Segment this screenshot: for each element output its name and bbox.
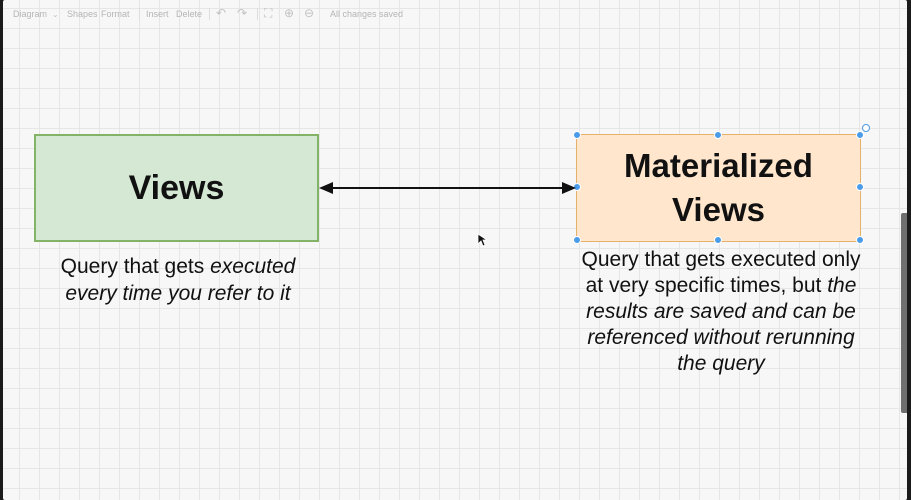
undo-icon[interactable]: ↶ [216, 6, 227, 20]
menu-shapes[interactable]: Shapes [67, 9, 98, 19]
toolbar: Diagram ⌄ Shapes Format Insert Delete ↶ … [3, 0, 907, 28]
insert-button[interactable]: Insert [146, 9, 169, 19]
diagram-editor-window: Diagram ⌄ Shapes Format Insert Delete ↶ … [3, 0, 907, 500]
mouse-cursor-icon [477, 233, 487, 247]
menu-format[interactable]: Format [101, 9, 130, 19]
resize-handle-n[interactable] [714, 131, 722, 139]
toolbar-divider [139, 8, 140, 20]
toolbar-divider [257, 8, 258, 20]
resize-handle-se[interactable] [856, 236, 864, 244]
views-box[interactable]: Views [34, 134, 319, 242]
connector-layer [319, 182, 576, 194]
zoom-in-icon[interactable]: ⊕ [284, 6, 295, 20]
views-caption: Query that gets executed every time you … [60, 255, 296, 305]
redo-icon[interactable]: ↷ [237, 6, 248, 20]
save-status: All changes saved [330, 9, 404, 19]
rotate-handle[interactable] [862, 124, 870, 132]
resize-handle-nw[interactable] [573, 131, 581, 139]
views-box-label: Views [128, 168, 225, 207]
zoom-out-icon[interactable]: ⊖ [304, 6, 315, 20]
double-arrow-connector[interactable] [319, 182, 576, 194]
resize-handle-e[interactable] [856, 183, 864, 191]
vertical-scrollbar[interactable] [901, 213, 907, 413]
chevron-down-icon[interactable]: ⌄ [52, 10, 59, 19]
toolbar-divider [209, 8, 210, 20]
resize-handle-ne[interactable] [856, 131, 864, 139]
delete-button[interactable]: Delete [176, 9, 203, 19]
menu-diagram[interactable]: Diagram [13, 9, 48, 19]
fit-page-icon[interactable]: ⛶ [264, 6, 273, 20]
resize-handle-s[interactable] [714, 236, 722, 244]
materialized-views-caption: Query that gets executed only at very sp… [581, 248, 861, 375]
resize-handle-sw[interactable] [573, 236, 581, 244]
